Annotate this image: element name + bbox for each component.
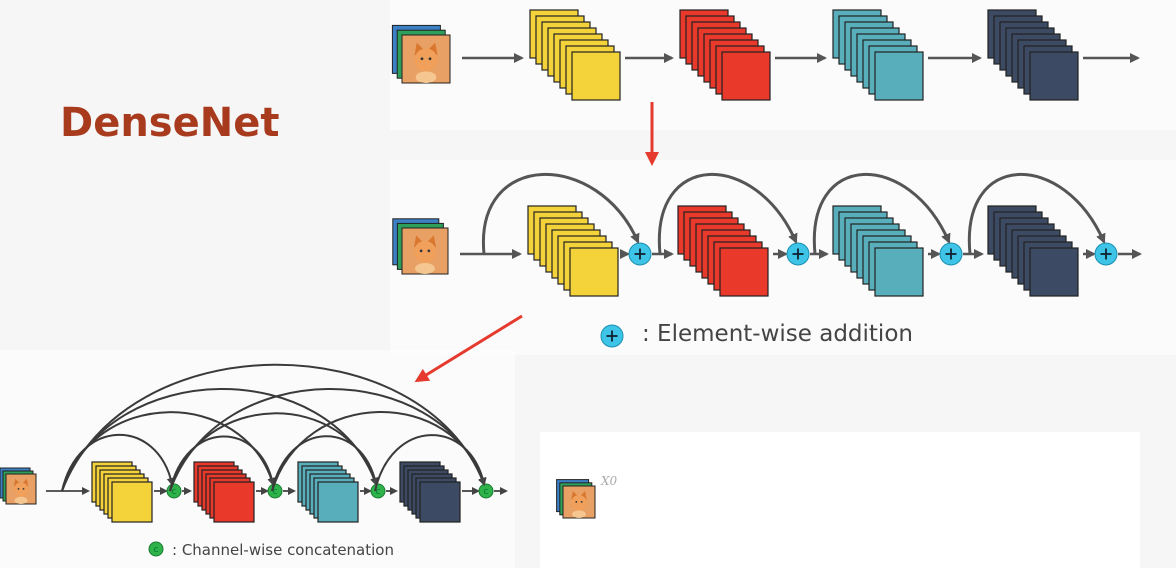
- block-navy: [987, 9, 1079, 101]
- skip-connection-arrow: [482, 172, 640, 255]
- svg-text:c: c: [273, 487, 278, 497]
- cat-image-icon: [392, 218, 449, 275]
- block-yellow: [91, 461, 153, 523]
- concat-c-icon: c: [478, 483, 494, 499]
- block-red: [677, 205, 769, 297]
- block-teal: [297, 461, 359, 523]
- row-plain-cnn: [391, 9, 1140, 101]
- cat-image-icon: [556, 479, 596, 519]
- block-red: [679, 9, 771, 101]
- svg-text:c: c: [172, 487, 177, 497]
- block-teal: [832, 205, 924, 297]
- concat-c-icon: c: [370, 483, 386, 499]
- svg-text:c: c: [484, 487, 489, 497]
- plus-icon: [628, 242, 652, 266]
- plus-icon: [600, 324, 624, 348]
- row-resnet: [392, 172, 1142, 348]
- dense-connection-arrow: [374, 434, 487, 492]
- row-densenet: c c c c c: [0, 363, 508, 557]
- cat-image-icon: [391, 24, 451, 84]
- plus-icon: [786, 242, 810, 266]
- annotation-layer: [414, 102, 659, 519]
- block-red: [193, 461, 255, 523]
- concat-c-icon: c: [166, 483, 182, 499]
- legend-addition-label: : Element-wise addition: [642, 321, 913, 347]
- svg-text:c: c: [154, 545, 159, 555]
- block-navy: [987, 205, 1079, 297]
- skip-connection-arrow: [967, 173, 1106, 255]
- svg-text:c: c: [376, 487, 381, 497]
- plus-icon: [1094, 242, 1118, 266]
- plus-icon: [939, 242, 963, 266]
- block-teal: [832, 9, 924, 101]
- skip-connection-arrow: [812, 173, 951, 255]
- panel-densenet: [0, 350, 515, 568]
- block-navy: [399, 461, 461, 523]
- block-yellow: [527, 205, 619, 297]
- dense-connection-arrow: [61, 433, 175, 492]
- diagram-title: DenseNet: [60, 100, 280, 146]
- panel-animation-frame: [540, 432, 1140, 568]
- legend-concat-label: : Channel-wise concatenation: [172, 541, 394, 559]
- dense-connection-arrow: [61, 363, 486, 492]
- block-yellow: [529, 9, 621, 101]
- cat-image-icon: [0, 467, 37, 505]
- x0-label: X0: [601, 474, 618, 488]
- concat-c-icon: c: [267, 483, 283, 499]
- concat-c-icon: c: [148, 541, 164, 557]
- red-annotation-arrow: [414, 314, 523, 383]
- skip-connection-arrow: [657, 173, 798, 255]
- dense-connection-arrow: [169, 435, 276, 492]
- dense-connection-arrow: [271, 435, 379, 492]
